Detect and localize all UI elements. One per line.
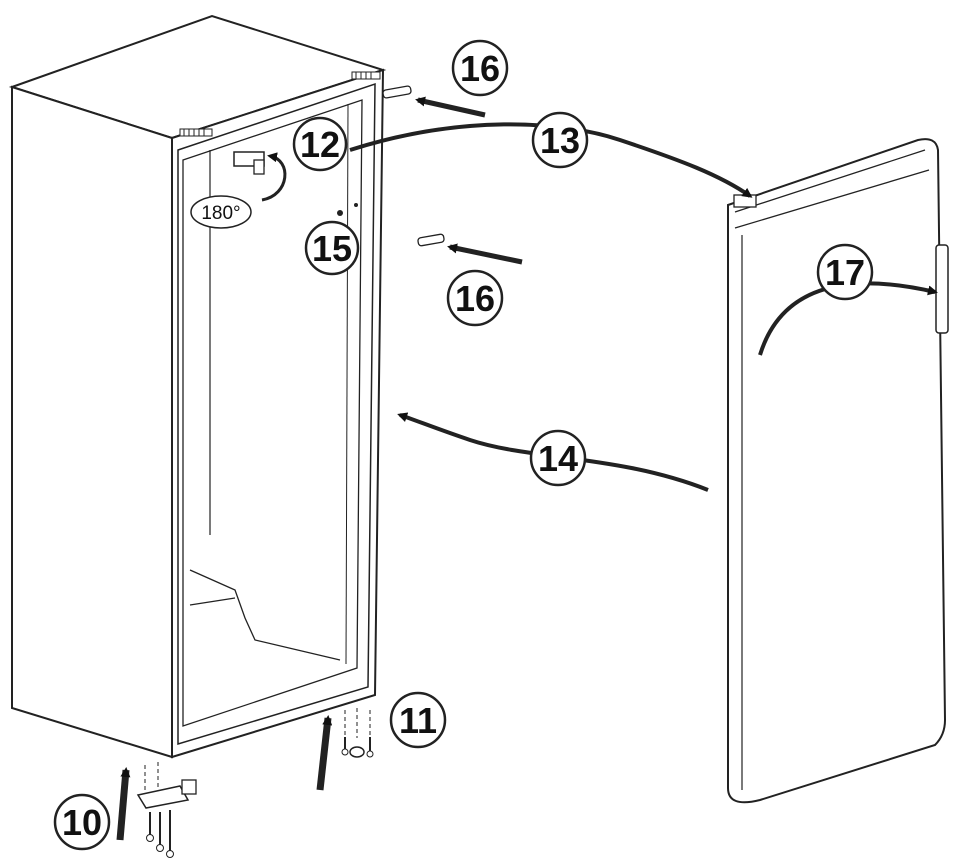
cap-middle bbox=[417, 233, 445, 247]
svg-text:13: 13 bbox=[540, 120, 580, 161]
callout-17: 17 bbox=[816, 243, 874, 301]
top-vent-right bbox=[351, 71, 381, 80]
door-handle bbox=[935, 244, 949, 334]
callout-16-middle: 16 bbox=[446, 269, 504, 327]
top-vent-left bbox=[179, 128, 213, 137]
cabinet-opening bbox=[182, 99, 363, 727]
svg-text:17: 17 bbox=[825, 252, 865, 293]
svg-text:16: 16 bbox=[460, 48, 500, 89]
callout-15: 15 bbox=[304, 220, 360, 276]
cabinet-front bbox=[171, 68, 385, 759]
arrows bbox=[116, 96, 938, 841]
door-top-edge bbox=[734, 149, 926, 213]
rotation-label-oval bbox=[190, 195, 252, 229]
hinge-pin bbox=[337, 210, 343, 216]
rotation-arrow bbox=[261, 152, 287, 202]
top-hinge-bracket bbox=[233, 151, 265, 175]
svg-text:14: 14 bbox=[538, 438, 578, 479]
callout-11: 11 bbox=[389, 691, 447, 749]
callout-12: 12 bbox=[292, 116, 348, 172]
svg-text:12: 12 bbox=[300, 124, 340, 165]
bottom-hinge bbox=[136, 762, 197, 858]
callout-16-top: 16 bbox=[451, 39, 509, 97]
cabinet-side bbox=[11, 85, 173, 759]
cabinet-bottom-compartment bbox=[189, 569, 341, 661]
callout-13: 13 bbox=[531, 111, 589, 169]
svg-text:15: 15 bbox=[312, 228, 352, 269]
rotation-label: 180° bbox=[201, 203, 240, 224]
callout-10: 10 bbox=[53, 793, 111, 851]
svg-text:16: 16 bbox=[455, 278, 495, 319]
cap-top bbox=[382, 85, 412, 99]
fridge-door bbox=[727, 138, 949, 804]
svg-text:10: 10 bbox=[62, 802, 102, 843]
foot-screws bbox=[341, 708, 374, 758]
svg-text:11: 11 bbox=[399, 700, 437, 741]
door-outline bbox=[727, 138, 947, 804]
cabinet-gasket bbox=[177, 82, 376, 746]
callout-14: 14 bbox=[529, 429, 587, 487]
